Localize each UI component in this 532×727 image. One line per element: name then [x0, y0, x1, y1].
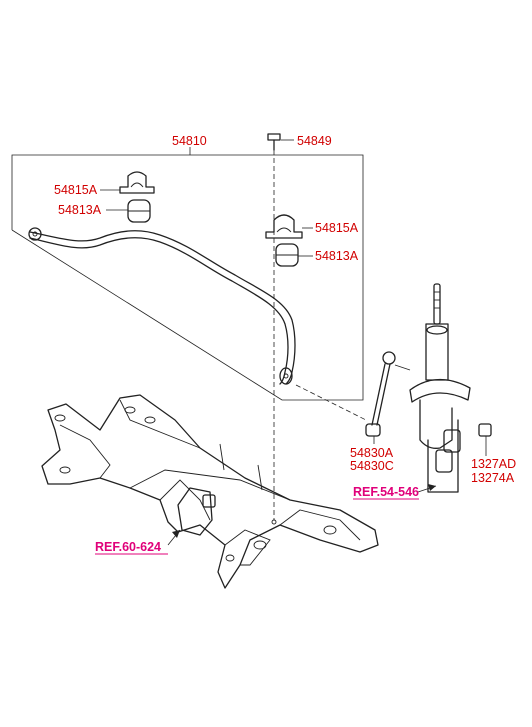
label-ref-54-546: REF.54-546	[353, 485, 419, 499]
bushing-right	[275, 243, 313, 267]
nut-13274	[478, 423, 492, 456]
label-1327ad: 1327AD	[471, 457, 516, 471]
label-13274a: 13274A	[471, 471, 515, 485]
bracket-left	[100, 171, 155, 194]
label-54830c: 54830C	[350, 459, 394, 473]
stabilizer-link	[365, 351, 411, 444]
label-ref-60-624: REF.60-624	[95, 540, 161, 554]
strut-assembly	[409, 283, 471, 493]
bushing-left	[106, 199, 151, 223]
label-54830a: 54830A	[350, 446, 394, 460]
subframe	[41, 394, 379, 589]
bracket-right	[265, 214, 313, 239]
bolt-54849	[267, 133, 294, 151]
label-54815a-left: 54815A	[54, 183, 98, 197]
stabilizer-bar	[28, 227, 296, 385]
link-centerline	[295, 384, 367, 421]
label-54813a-left: 54813A	[58, 203, 102, 217]
label-54810: 54810	[172, 134, 207, 148]
label-54849: 54849	[297, 134, 332, 148]
label-54813a-right: 54813A	[315, 249, 359, 263]
assembly-bracket-frame	[11, 147, 364, 401]
label-54815a-right: 54815A	[315, 221, 359, 235]
